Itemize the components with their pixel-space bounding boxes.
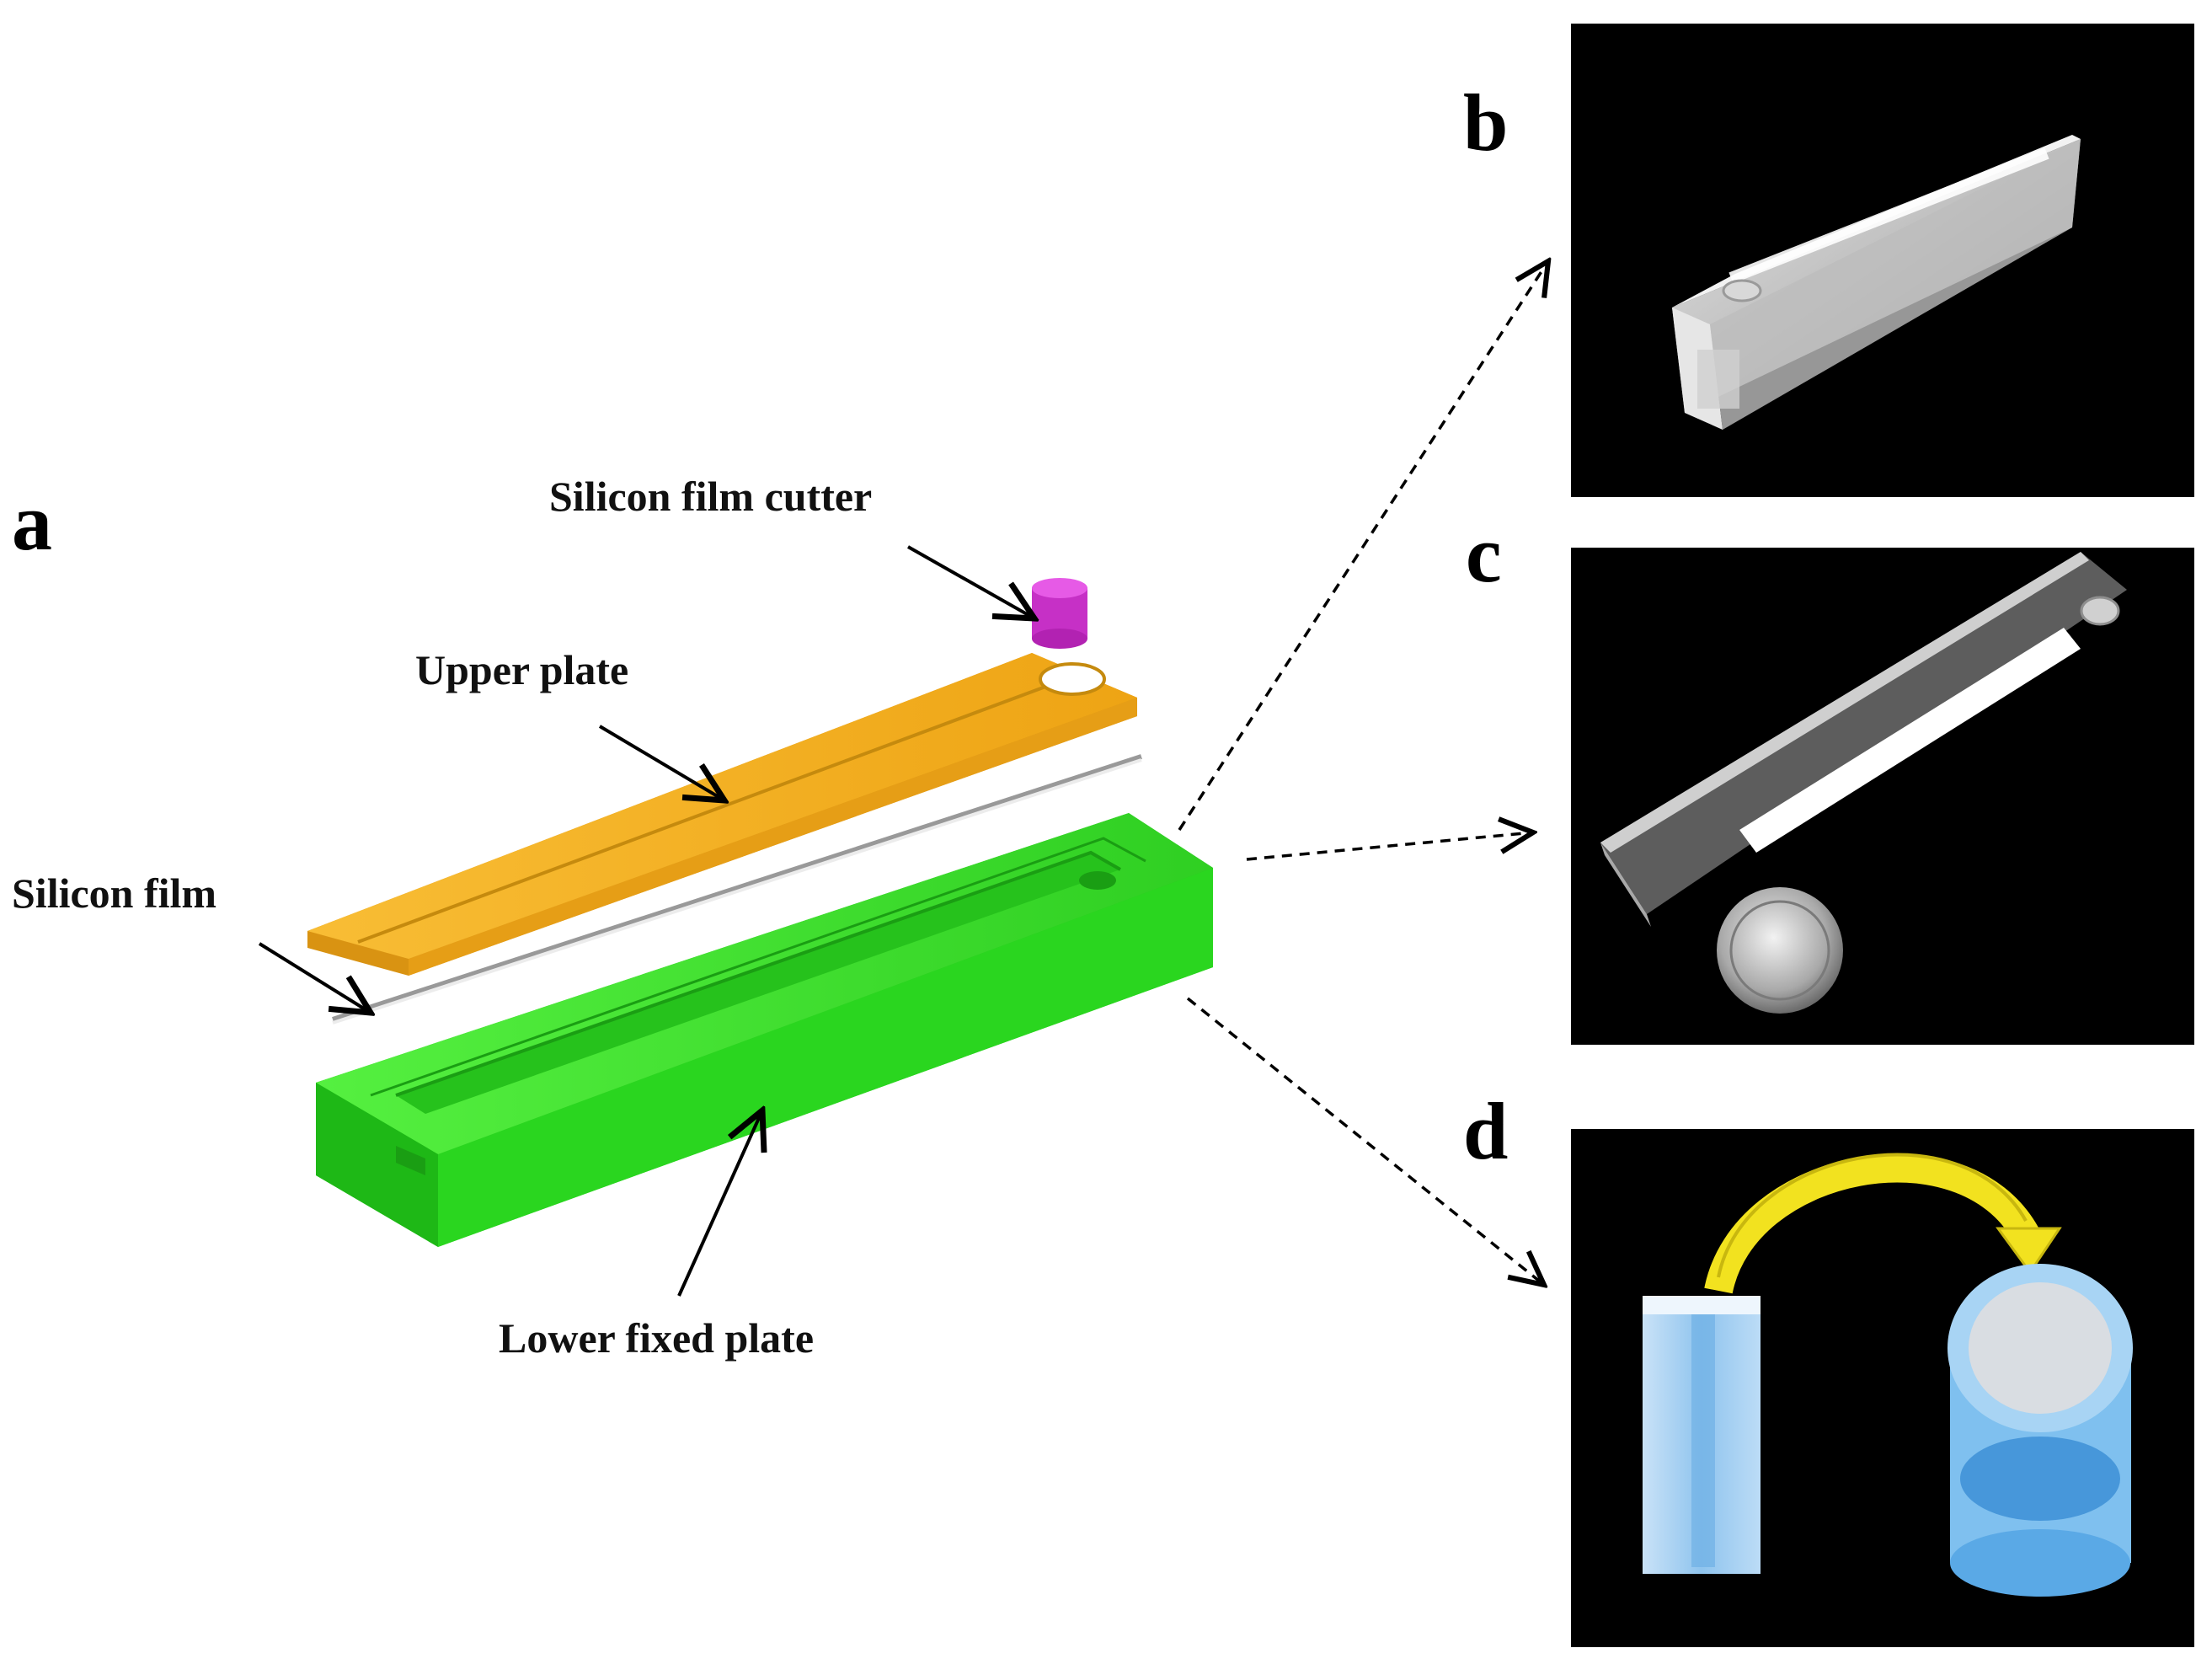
leader-upper-plate	[598, 725, 724, 800]
leader-silicon-film	[258, 942, 371, 1013]
photo-c-frame	[1571, 548, 2194, 1045]
panel-a: a	[12, 473, 1213, 1362]
label-lower-fixed-plate: Lower fixed plate	[499, 1314, 814, 1362]
lower-fixed-plate	[316, 813, 1213, 1247]
transfer-arrow-icon	[1704, 1153, 2038, 1294]
panel-letter-a: a	[12, 477, 52, 567]
panel-letter-d: d	[1463, 1086, 1508, 1176]
panel-c: c	[1466, 509, 2194, 1045]
rolled-film-tube-photo	[1643, 1153, 2133, 1597]
silicon-film	[332, 754, 1142, 1022]
panel-letter-c: c	[1466, 509, 1502, 599]
coin-icon	[1717, 887, 1843, 1014]
panel-d: d	[1463, 1086, 2194, 1647]
panel-letter-b: b	[1463, 78, 1508, 168]
label-silicon-film: Silicon film	[12, 869, 216, 917]
mold-with-coin-photo	[1600, 552, 2127, 1014]
leader-lower-plate	[677, 1110, 762, 1297]
label-silicon-film-cutter: Silicon film cutter	[549, 473, 872, 520]
transparent-mold-photo	[1672, 135, 2081, 430]
connector-arrows	[1178, 261, 1548, 1285]
leader-cutter	[907, 545, 1034, 618]
panel-b: b	[1463, 24, 2194, 497]
upper-plate	[307, 653, 1137, 976]
arrow-to-b	[1178, 261, 1548, 831]
silicon-film-cutter	[1032, 578, 1087, 649]
arrow-to-d	[1186, 997, 1544, 1285]
label-upper-plate: Upper plate	[415, 646, 628, 693]
arrow-to-c	[1246, 832, 1533, 861]
